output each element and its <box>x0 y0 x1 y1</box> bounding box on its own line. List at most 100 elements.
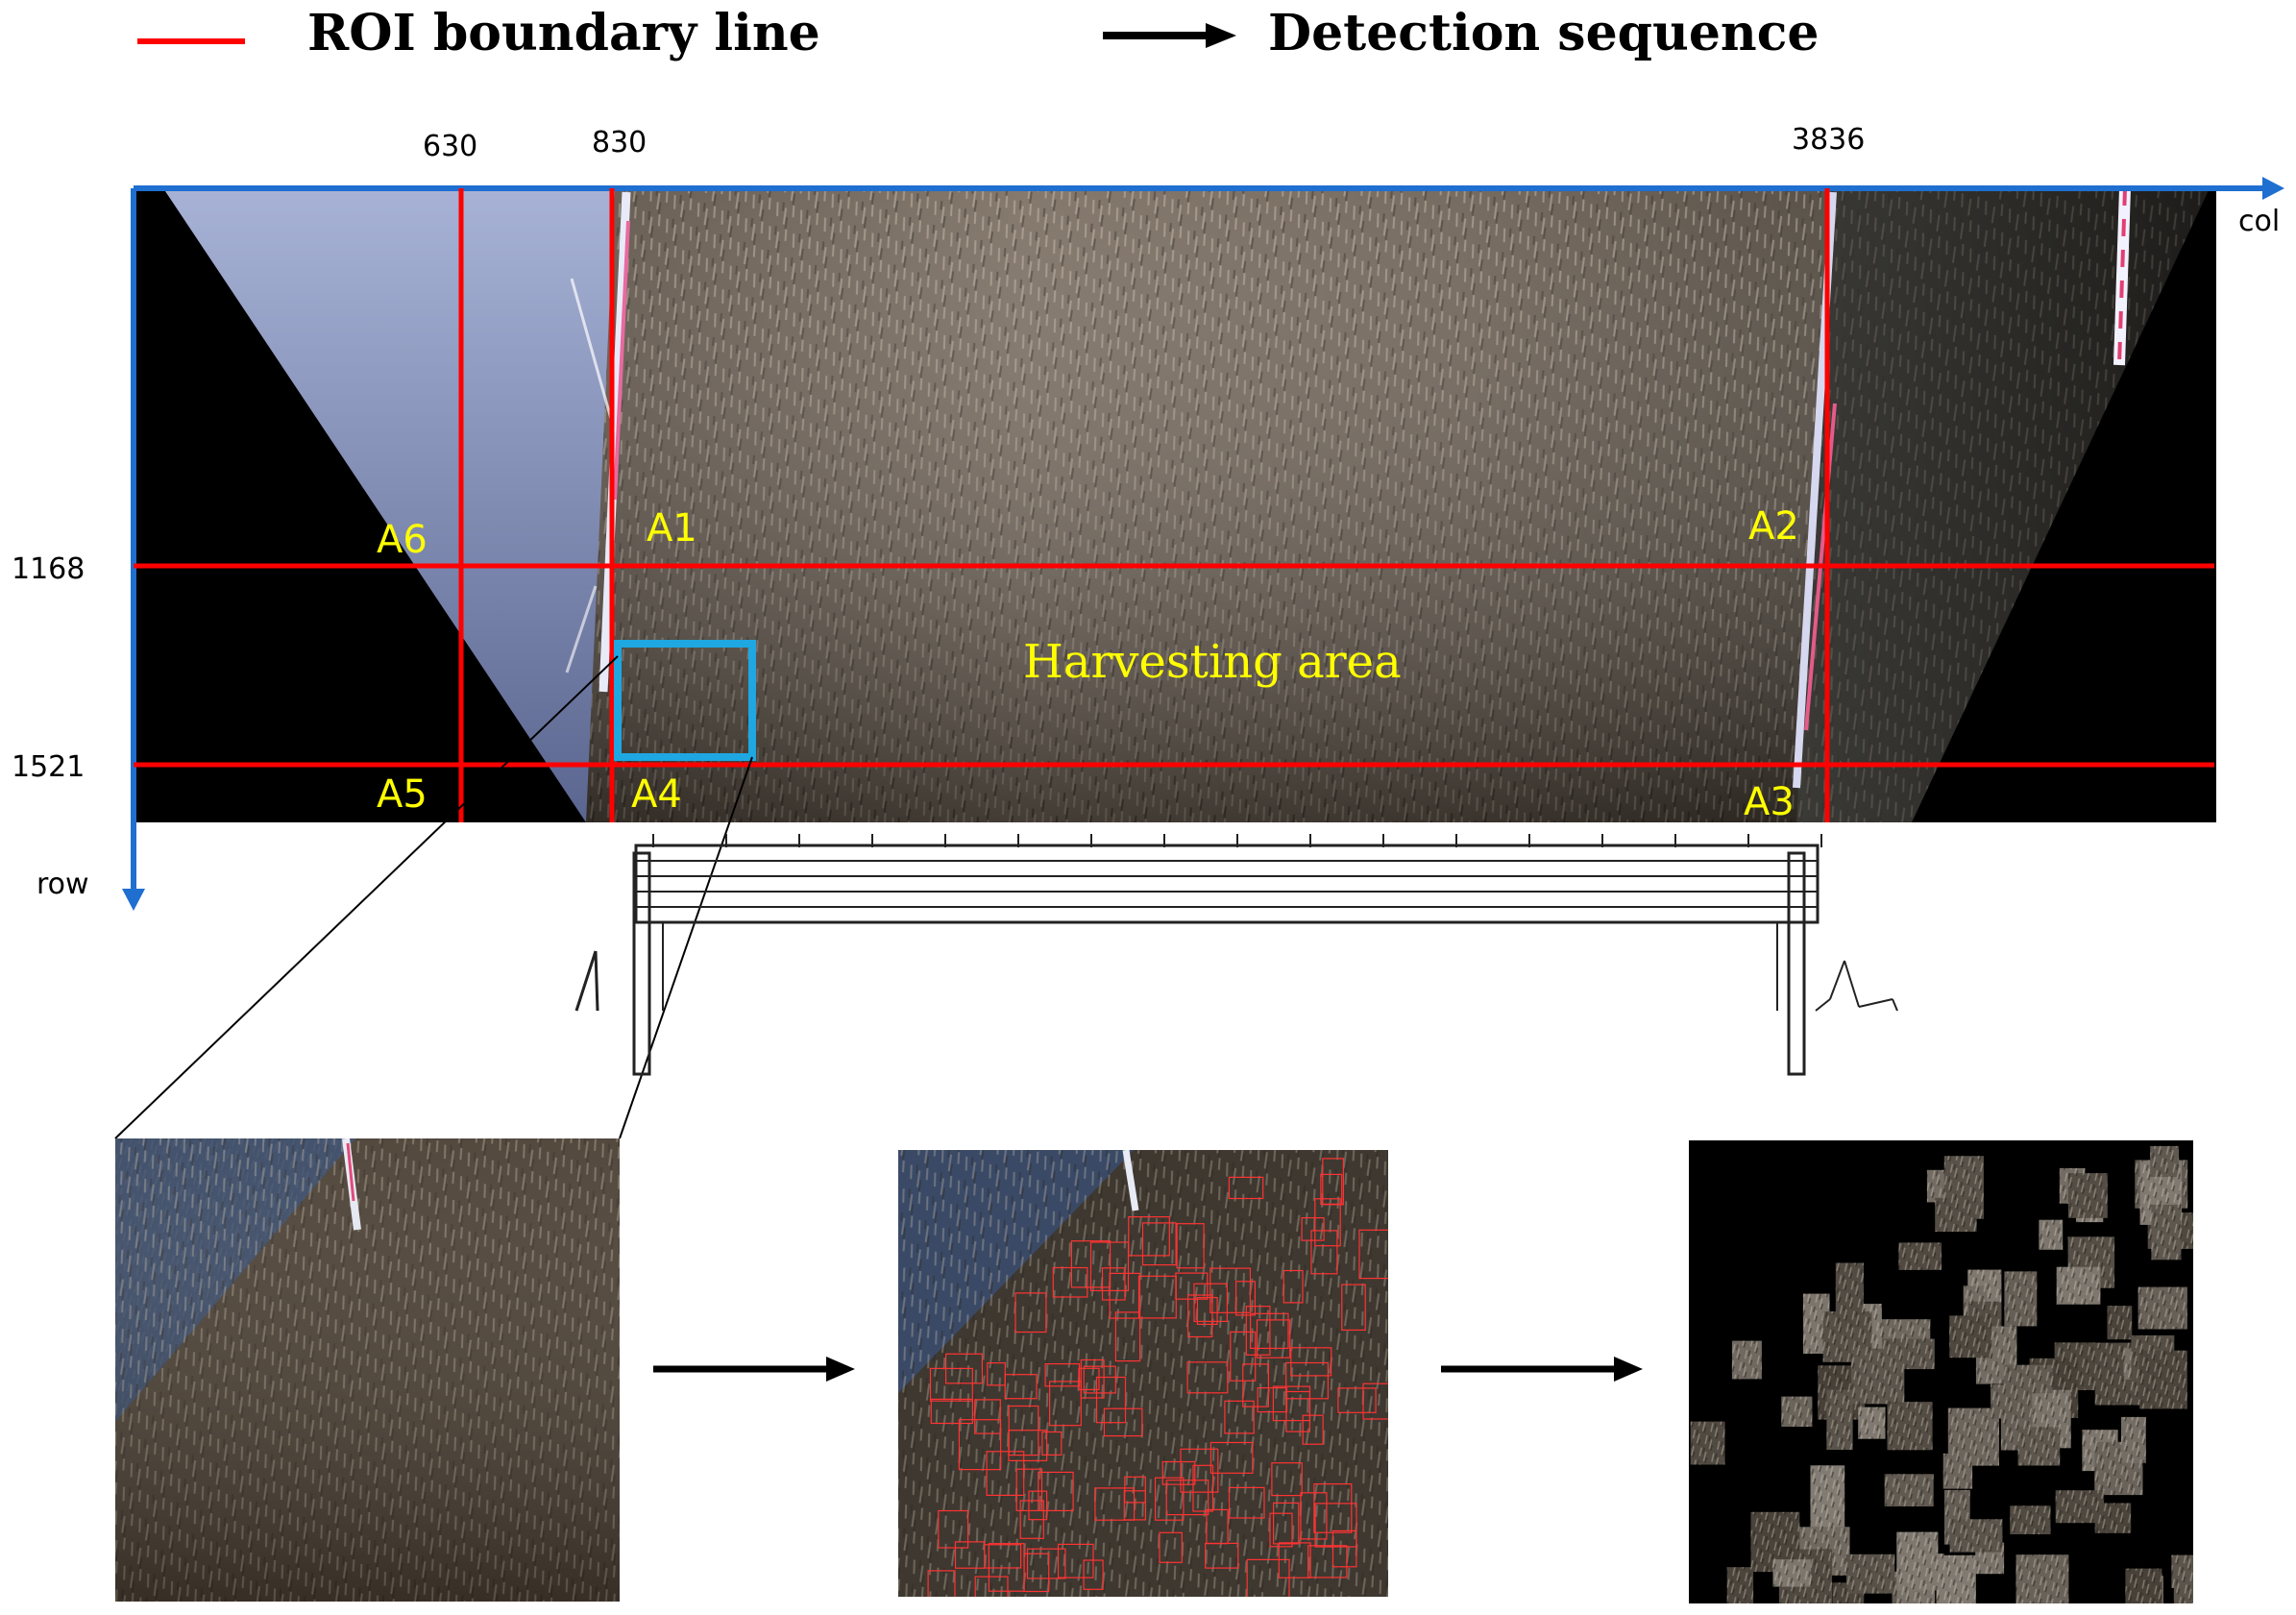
detection-box <box>1314 1503 1357 1548</box>
extracted-ear-texture <box>2121 1416 2146 1463</box>
roi-lines <box>134 188 2214 822</box>
detection-box <box>929 1367 973 1402</box>
detection-box <box>1114 1311 1141 1362</box>
detection-box <box>1176 1223 1205 1269</box>
extracted-ear-texture <box>2139 1350 2187 1409</box>
detection-box <box>1242 1363 1270 1407</box>
header-tines <box>652 834 1822 847</box>
detection-box <box>1209 1267 1252 1313</box>
zoom-leader-left <box>114 655 619 1139</box>
sequence-arrow-2-head <box>1614 1357 1643 1382</box>
detection-box <box>1161 1460 1196 1485</box>
extracted-ear-texture <box>1884 1474 1934 1506</box>
detection-box <box>1341 1284 1366 1331</box>
extracted-ear-texture <box>2137 1286 2187 1330</box>
panel-detection-result <box>898 1150 1388 1597</box>
detection-box <box>1057 1543 1094 1578</box>
legend: ROI boundary line Detection sequence <box>137 4 1819 62</box>
detection-box <box>1272 1502 1300 1545</box>
detection-box <box>930 1398 973 1425</box>
extracted-ear-texture <box>1936 1554 1976 1603</box>
field-image <box>134 187 2216 822</box>
region-label-a1: A1 <box>647 506 697 551</box>
detection-box <box>1187 1294 1213 1338</box>
region-label-a5: A5 <box>377 772 427 817</box>
detection-box <box>1052 1266 1088 1298</box>
detection-box <box>1278 1542 1311 1578</box>
detection-box <box>1078 1367 1100 1391</box>
extracted-ear-texture <box>1896 1531 1939 1591</box>
panel-zoomed-crop <box>115 1138 620 1602</box>
extracted-ear-texture <box>2039 1219 2064 1250</box>
detection-box <box>1271 1462 1303 1497</box>
detection-box <box>1290 1347 1332 1377</box>
extracted-ear-texture <box>2067 1173 2108 1218</box>
detection-box <box>938 1509 969 1549</box>
detection-box <box>984 1544 1022 1569</box>
extracted-ear-texture <box>1731 1340 1762 1380</box>
left-platform <box>163 188 634 822</box>
detection-boxes <box>927 1158 1388 1597</box>
detection-box <box>1095 1376 1127 1424</box>
legend-roi-label: ROI boundary line <box>307 4 820 62</box>
detection-box <box>1272 1385 1311 1422</box>
extracted-ear-texture <box>1810 1465 1845 1528</box>
zoom-box <box>614 640 756 761</box>
extracted-ear-texture <box>1846 1554 1895 1594</box>
detection-box <box>1300 1492 1328 1540</box>
detection-box <box>1089 1241 1130 1292</box>
extracted-ear-texture <box>1726 1567 1754 1603</box>
detection-box <box>1004 1374 1038 1400</box>
region-label-a3: A3 <box>1744 780 1795 824</box>
detection-box <box>1246 1558 1290 1597</box>
detection-box <box>1141 1222 1177 1266</box>
detection-box <box>1285 1361 1329 1400</box>
detection-box <box>1205 1542 1239 1569</box>
detection-box <box>1209 1441 1254 1474</box>
extracted-ear-texture <box>2150 1145 2180 1178</box>
detection-box <box>1249 1312 1289 1350</box>
row-axis-label: row <box>37 868 89 901</box>
col-tick-830: 830 <box>592 126 647 159</box>
col-tick-3836: 3836 <box>1792 123 1865 157</box>
detection-box <box>1128 1215 1170 1257</box>
detection-box <box>988 1543 1025 1592</box>
extracted-ear-texture <box>1690 1421 1725 1465</box>
detection-box <box>1314 1198 1341 1247</box>
extracted-ear-texture <box>1826 1389 1853 1451</box>
extracted-ear-texture <box>2004 1271 2038 1327</box>
detection-box <box>1301 1216 1325 1241</box>
sequence-arrow-1-head <box>826 1357 855 1382</box>
detection-box <box>974 1399 1001 1434</box>
detection-box <box>1094 1487 1136 1521</box>
extracted-ear-texture <box>2125 1568 2162 1603</box>
detection-box <box>1307 1545 1348 1578</box>
extracted-ear-texture <box>1898 1242 1942 1270</box>
extracted-ear-texture <box>2015 1554 2069 1603</box>
extracted-ear-texture <box>1772 1559 1812 1587</box>
extracted-ear-texture <box>1887 1402 1933 1451</box>
detection-box <box>1101 1267 1126 1301</box>
detection-box <box>1269 1512 1293 1548</box>
extracted-patches <box>1690 1145 2193 1603</box>
detection-box <box>1026 1548 1066 1579</box>
row-axis-arrowhead <box>122 889 145 911</box>
harvester-header-drawing <box>574 834 1898 1076</box>
extracted-ear-texture <box>2010 1505 2051 1534</box>
detection-box <box>1165 1480 1209 1516</box>
detection-box <box>1123 1490 1147 1521</box>
row-tick-1168: 1168 <box>12 552 85 586</box>
detection-box <box>1245 1306 1271 1356</box>
extracted-ear-texture <box>1935 1198 1977 1233</box>
legend-sequence-label: Detection sequence <box>1268 4 1819 62</box>
harvesting-area-label: Harvesting area <box>1023 635 1402 689</box>
detection-box <box>1137 1275 1177 1319</box>
extracted-ear-texture <box>1835 1262 1864 1328</box>
extracted-ear-texture <box>1949 1315 1992 1358</box>
extracted-ear-texture <box>2055 1490 2105 1524</box>
detection-box <box>1228 1486 1265 1519</box>
detection-box <box>986 1451 1025 1497</box>
region-label-a2: A2 <box>1748 504 1799 549</box>
